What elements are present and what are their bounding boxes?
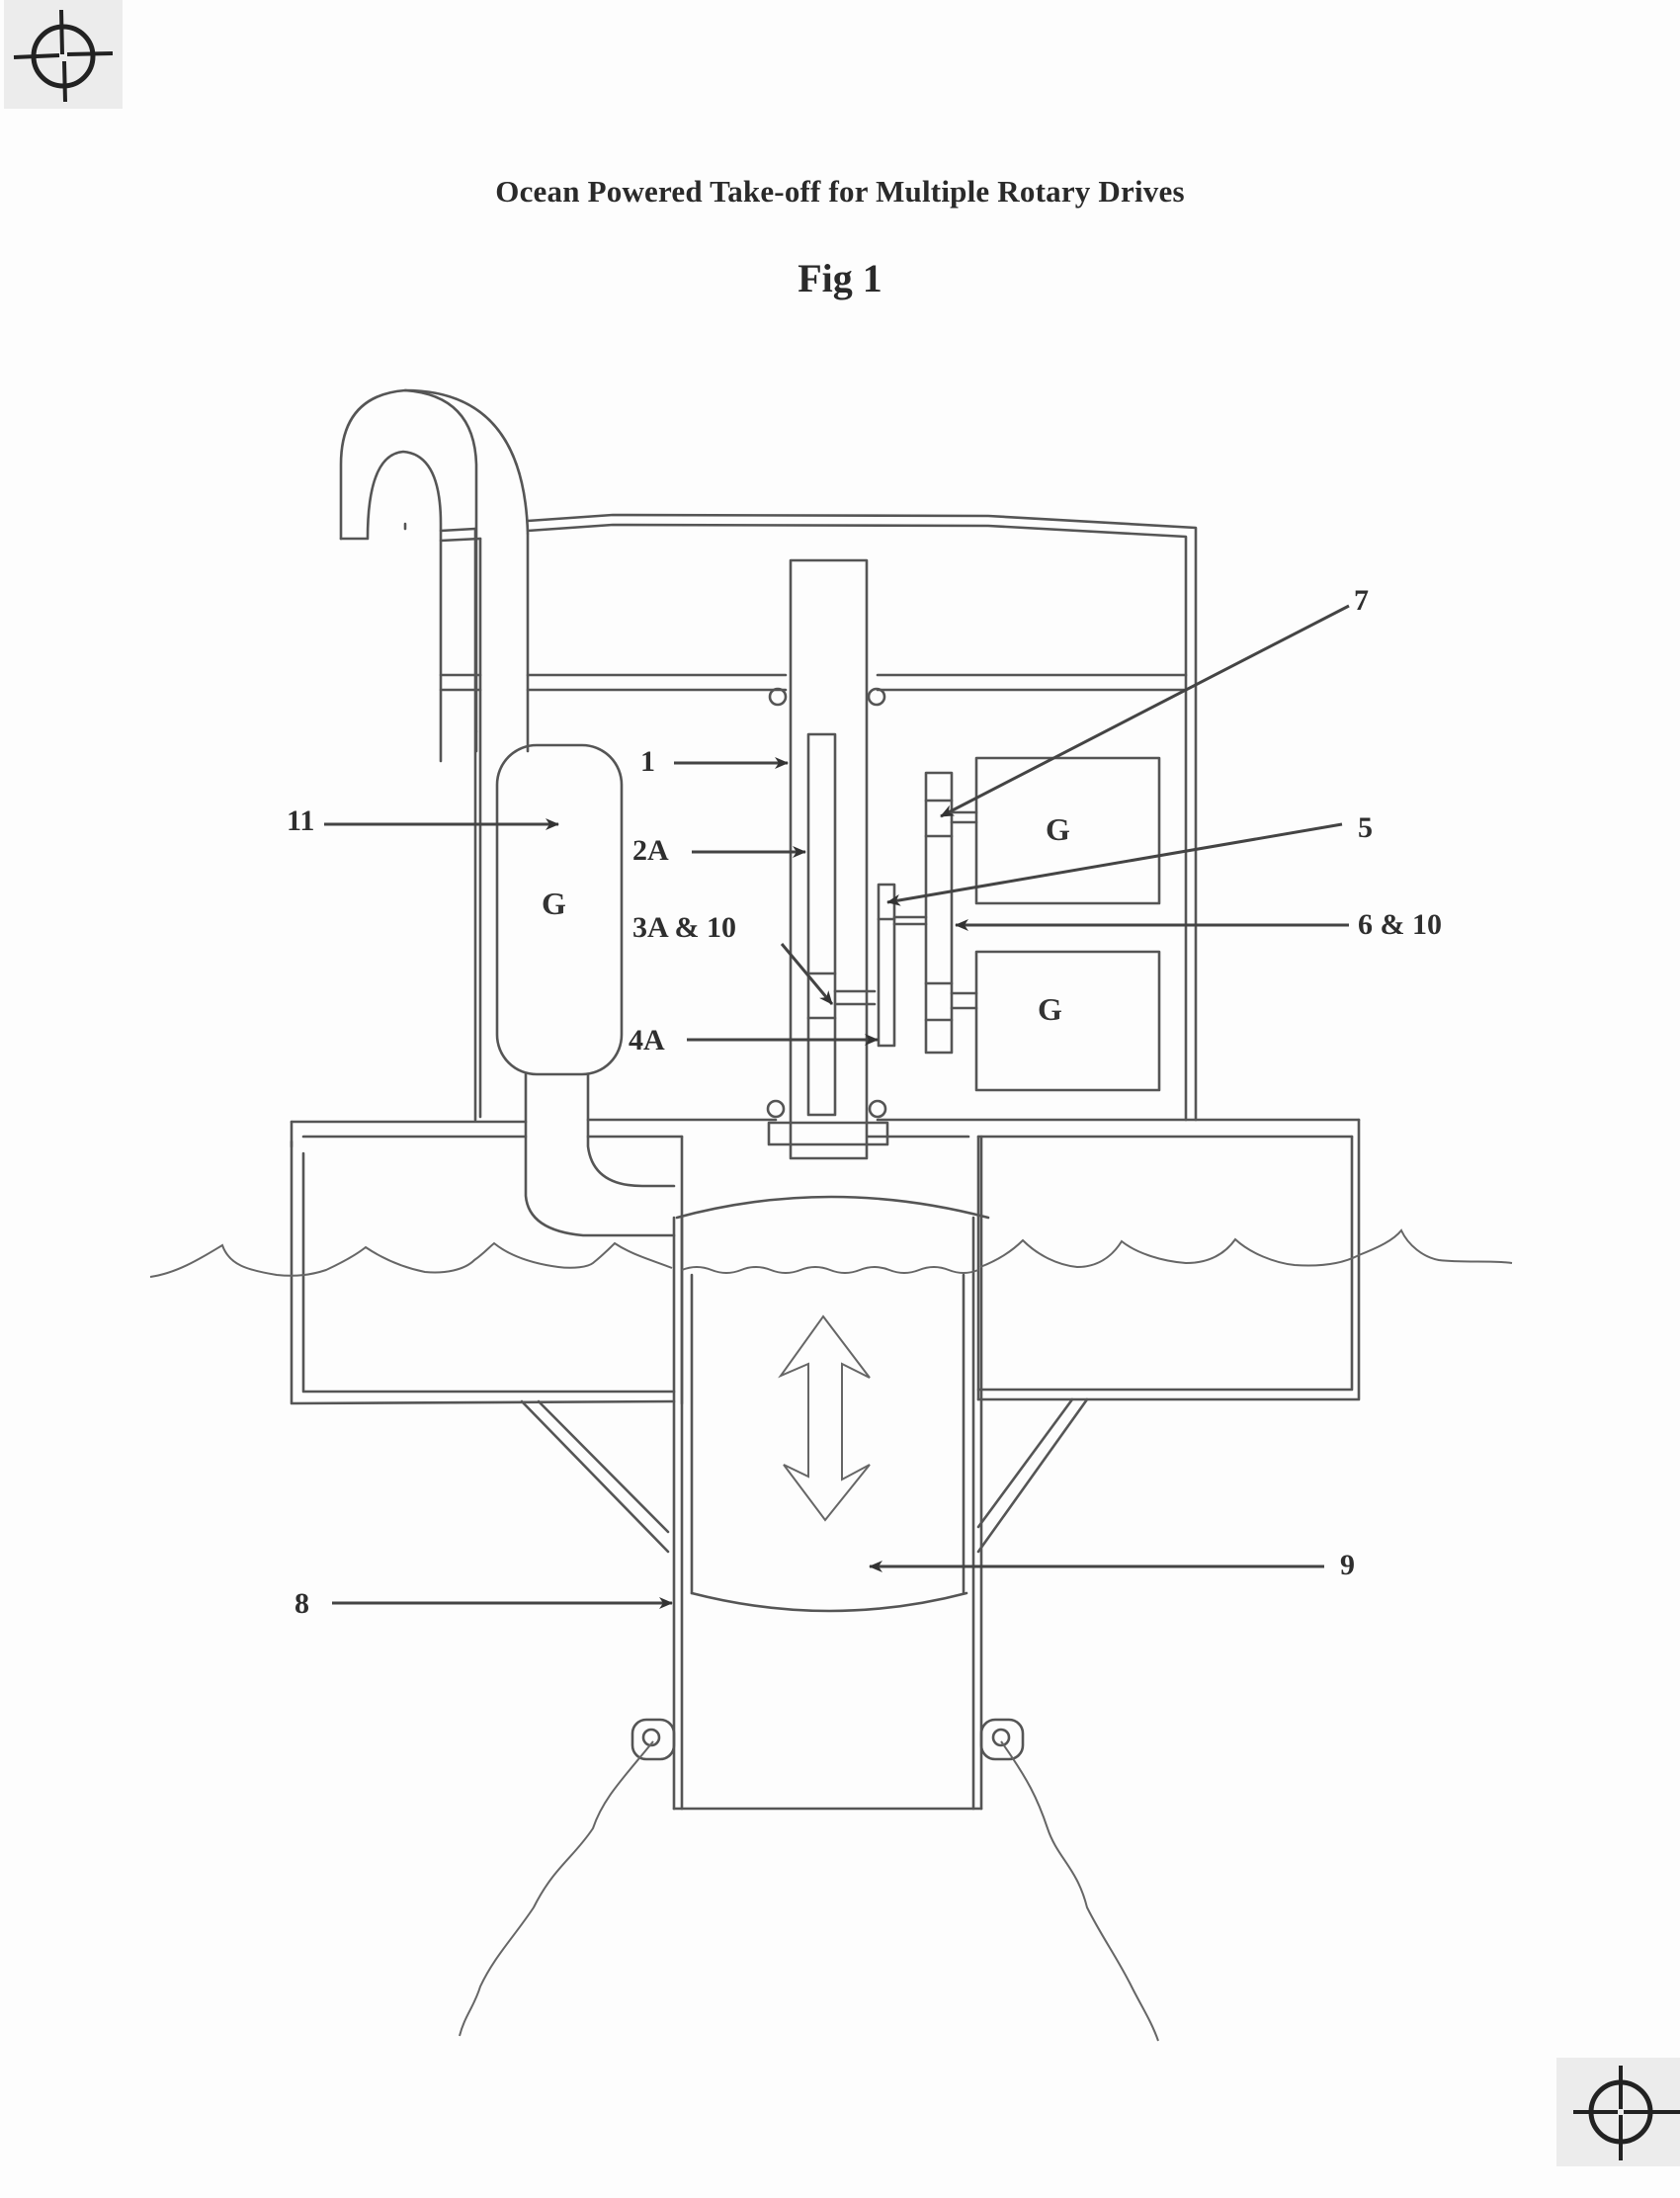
main-shaft: [766, 558, 887, 1160]
registration-mark-bottom-right: [1556, 2058, 1680, 2166]
crosshair-icon: [1573, 2066, 1680, 2160]
up-down-arrow-icon: [778, 1314, 871, 1522]
registration-mark-top-left: [4, 0, 123, 109]
label-2a: 2A: [632, 834, 669, 867]
label-5: 5: [1358, 811, 1373, 844]
label-9: 9: [1340, 1549, 1355, 1581]
generator-left: G: [495, 743, 624, 1076]
pipe-elbow: [524, 1072, 676, 1237]
label-1: 1: [640, 745, 655, 778]
crosshair-icon: [13, 9, 114, 103]
generator-label: G: [542, 886, 566, 921]
cylinder: [459, 1121, 1159, 2042]
ocean-surface: [149, 1228, 1513, 1278]
document-title: Ocean Powered Take-off for Multiple Rota…: [495, 174, 1185, 209]
label-4a: 4A: [629, 1024, 665, 1057]
generator-right-bottom: G: [974, 950, 1161, 1092]
label-8: 8: [294, 1587, 309, 1620]
upper-housing: [403, 513, 1198, 1122]
label-6-10: 6 & 10: [1358, 908, 1442, 941]
label-7: 7: [1354, 584, 1369, 617]
gear-train: [877, 771, 978, 1055]
generator-label: G: [1038, 991, 1062, 1027]
generator-label: G: [1046, 811, 1070, 847]
generator-right-top: G: [974, 756, 1161, 905]
label-11: 11: [287, 804, 314, 837]
air-pipe: [339, 388, 530, 763]
float-platform: [290, 1118, 1361, 1554]
label-3a-10: 3A & 10: [632, 911, 736, 944]
figure-label: Fig 1: [798, 256, 882, 300]
reference-callouts: 1 2A 3A & 10 4A 5 6 & 10 7 8 9 11: [287, 584, 1442, 1620]
